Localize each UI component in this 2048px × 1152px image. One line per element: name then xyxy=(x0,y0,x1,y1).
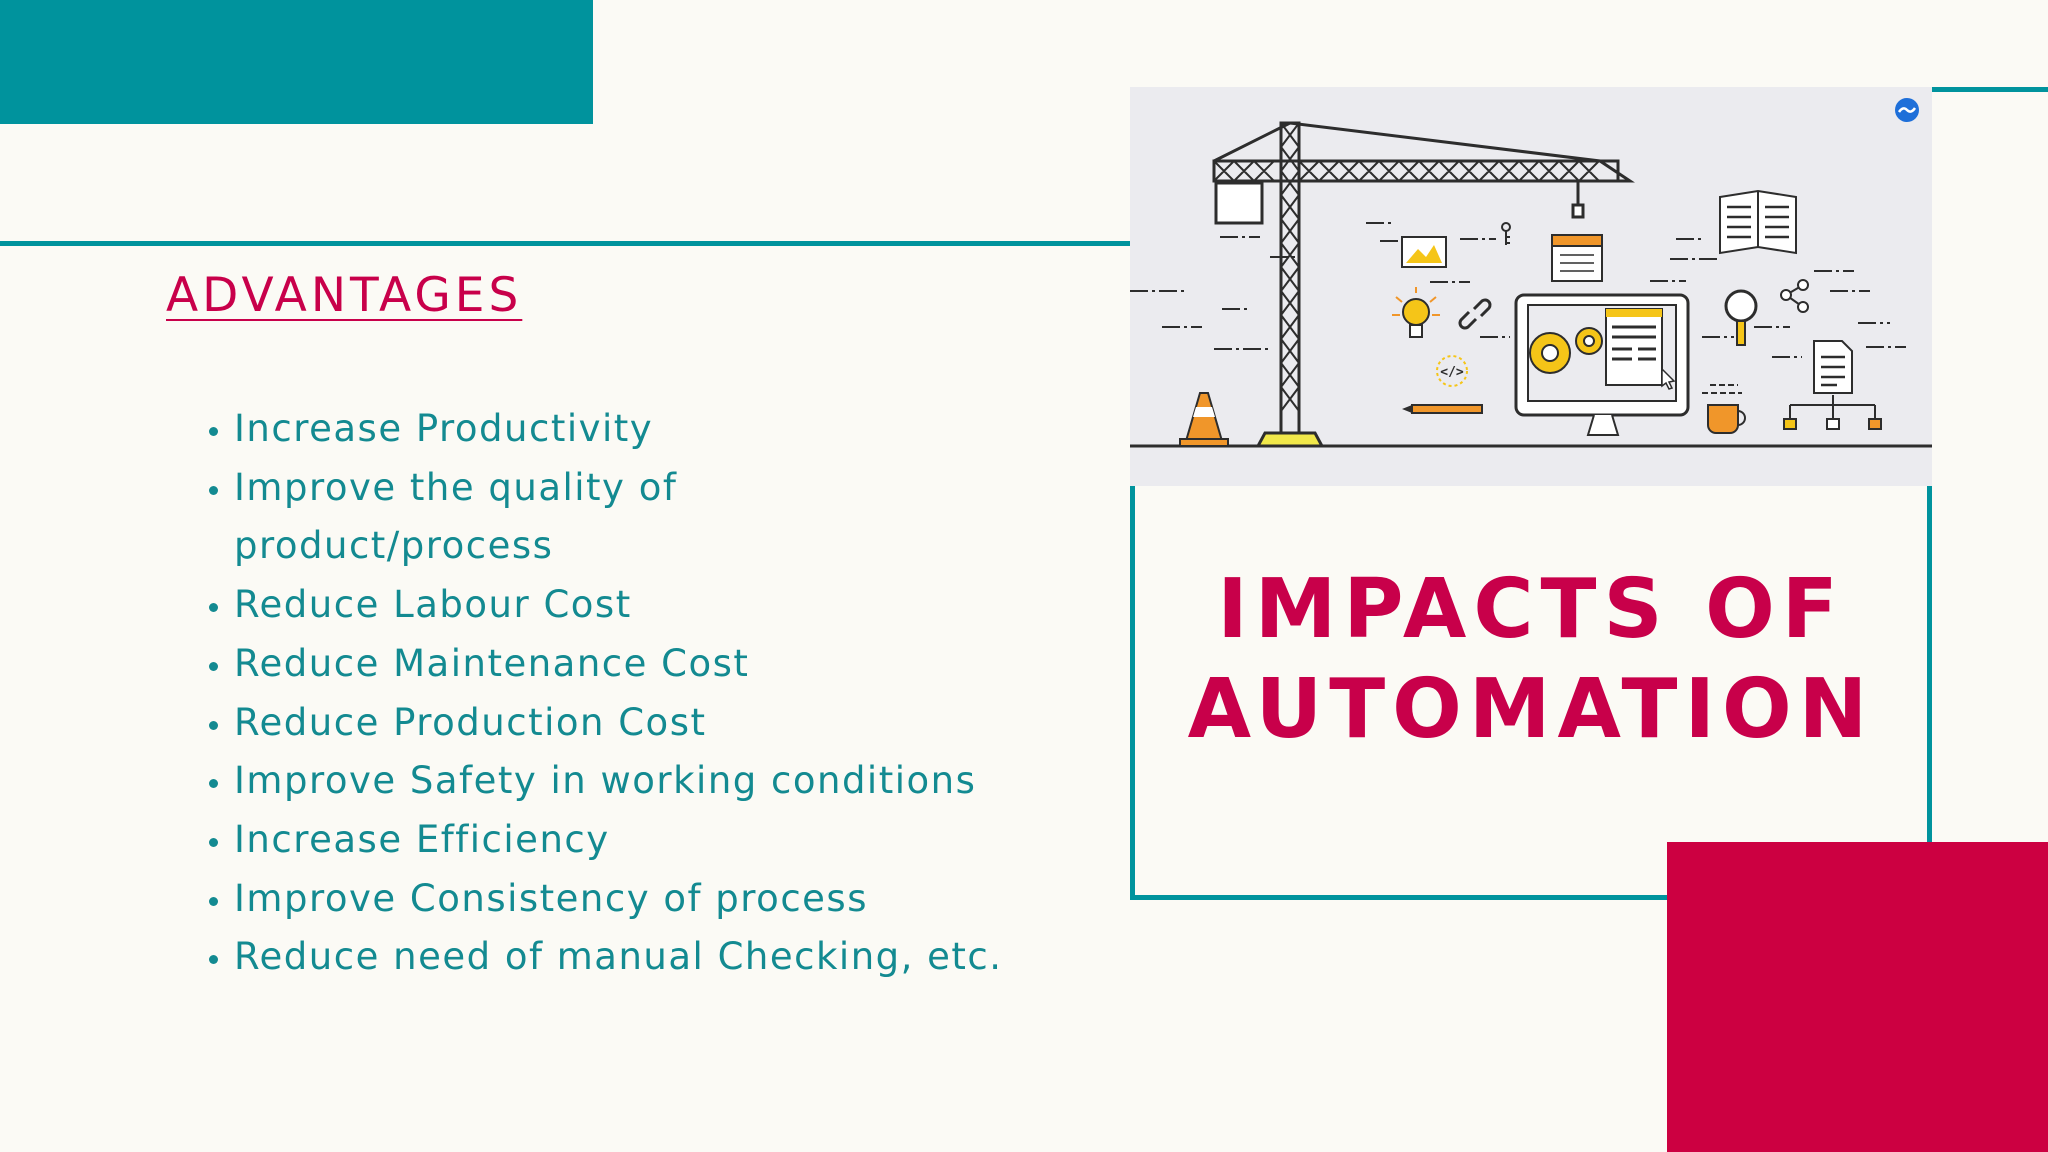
teal-accent-line xyxy=(1932,87,2048,92)
teal-corner-block xyxy=(0,0,593,124)
pencil-icon xyxy=(1402,404,1483,414)
coffee-mug-icon xyxy=(1702,384,1746,434)
advantages-list: Increase Productivity Improve the qualit… xyxy=(194,400,1094,987)
crane-icon xyxy=(1212,121,1635,448)
monitor-icon xyxy=(1514,293,1690,436)
list-item: Increase Efficiency xyxy=(234,811,1094,870)
slide-title-line-1: IMPACTS OF xyxy=(1217,562,1845,657)
calendar-icon xyxy=(1551,234,1603,282)
list-item: Increase Productivity xyxy=(234,400,1094,459)
traffic-cone-icon xyxy=(1179,392,1229,447)
slide-title-line-2: AUTOMATION xyxy=(1187,662,1875,757)
automation-crane-illustration: </> xyxy=(1130,87,1932,486)
crimson-corner-block xyxy=(1667,842,2048,1152)
list-item: Improve Safety in working conditions xyxy=(234,752,1094,811)
list-item: Improve the quality of product/process xyxy=(234,459,754,576)
hierarchy-icon xyxy=(1783,395,1882,430)
advantages-heading: ADVANTAGES xyxy=(166,268,523,323)
logo-icon xyxy=(1895,98,1919,122)
title-frame xyxy=(1130,486,1932,900)
list-item: Reduce need of manual Checking, etc. xyxy=(234,928,1094,987)
book-icon xyxy=(1719,189,1797,255)
lightbulb-icon xyxy=(1392,287,1440,338)
document-icon xyxy=(1813,340,1853,394)
key-icon xyxy=(1501,222,1511,245)
magnifier-icon xyxy=(1724,289,1758,346)
code-tag-icon: </> xyxy=(1436,355,1468,387)
share-icon xyxy=(1780,279,1809,313)
list-item: Reduce Production Cost xyxy=(234,694,1094,753)
link-icon xyxy=(1458,298,1492,330)
slide-title: IMPACTS OF AUTOMATION xyxy=(1140,560,1922,760)
teal-divider-line xyxy=(0,241,1130,246)
svg-text:</>: </> xyxy=(1440,365,1464,380)
list-item: Improve Consistency of process xyxy=(234,870,1094,929)
decorative-dashes xyxy=(1130,222,1906,358)
list-item: Reduce Maintenance Cost xyxy=(234,635,1094,694)
image-icon xyxy=(1401,236,1447,268)
list-item: Reduce Labour Cost xyxy=(234,576,1094,635)
